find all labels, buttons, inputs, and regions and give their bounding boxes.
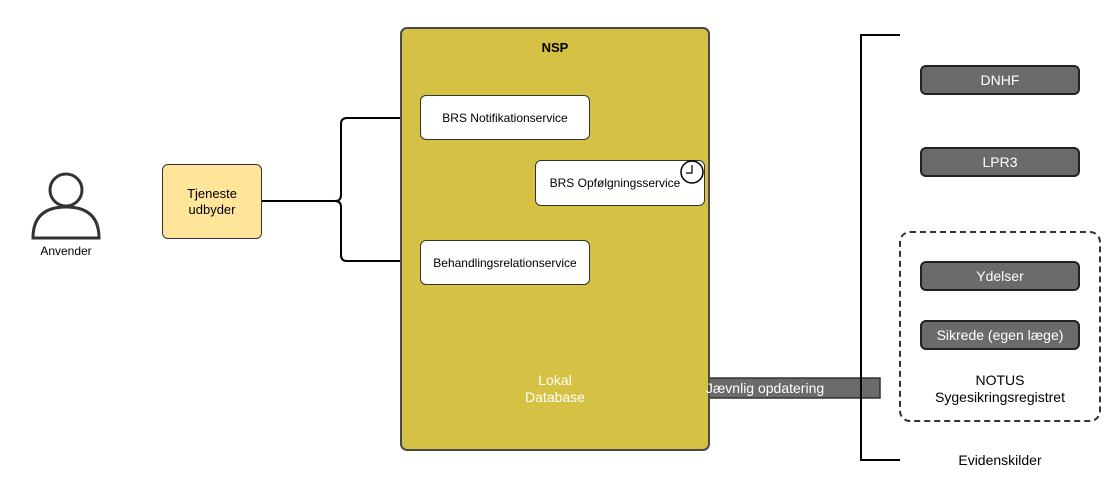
opfoelgning-service-label: BRS Opfølgningsservice <box>549 176 681 190</box>
provider-label: Tjeneste udbyder <box>187 185 237 217</box>
provider-box: Tjeneste udbyder <box>162 164 262 239</box>
actor-label: Anvender <box>40 244 92 258</box>
registry-dnhf-label: DNHF <box>980 72 1020 88</box>
update-arrow-label: Jævnlig opdatering <box>705 380 825 396</box>
notus-group <box>899 231 1101 422</box>
notifikation-service-box: BRS Notifikationservice <box>420 95 590 140</box>
evidence-group-label: Evidenskilder <box>958 452 1042 468</box>
notus-label-text: NOTUS Sygesikringsregistret <box>935 372 1065 405</box>
connector-provider-notifikation <box>262 113 420 202</box>
behandling-service-label: Behandlingsrelationservice <box>433 255 577 270</box>
notus-label: NOTUS Sygesikringsregistret <box>910 372 1090 406</box>
registry-sikrede-label: Sikrede (egen læge) <box>936 327 1064 343</box>
registry-sikrede: Sikrede (egen læge) <box>920 320 1080 350</box>
clock-icon <box>680 160 704 184</box>
evidence-bracket <box>860 34 900 461</box>
opfoelgning-service-box: BRS Opfølgningsservice <box>535 160 705 206</box>
registry-ydelser: Ydelser <box>920 261 1080 291</box>
database-label-text: Lokal Database <box>525 372 585 405</box>
notifikation-service-label: BRS Notifikationservice <box>442 110 568 125</box>
behandling-service-box: Behandlingsrelationservice <box>420 240 590 285</box>
database-label: Lokal Database <box>505 372 605 406</box>
nsp-title: NSP <box>541 40 569 55</box>
registry-dnhf: DNHF <box>920 65 1080 95</box>
registry-lpr3-label: LPR3 <box>982 154 1018 170</box>
connector-provider-behandling <box>262 200 420 266</box>
registry-lpr3: LPR3 <box>920 147 1080 177</box>
registry-ydelser-label: Ydelser <box>976 268 1024 284</box>
user-icon <box>31 172 101 240</box>
